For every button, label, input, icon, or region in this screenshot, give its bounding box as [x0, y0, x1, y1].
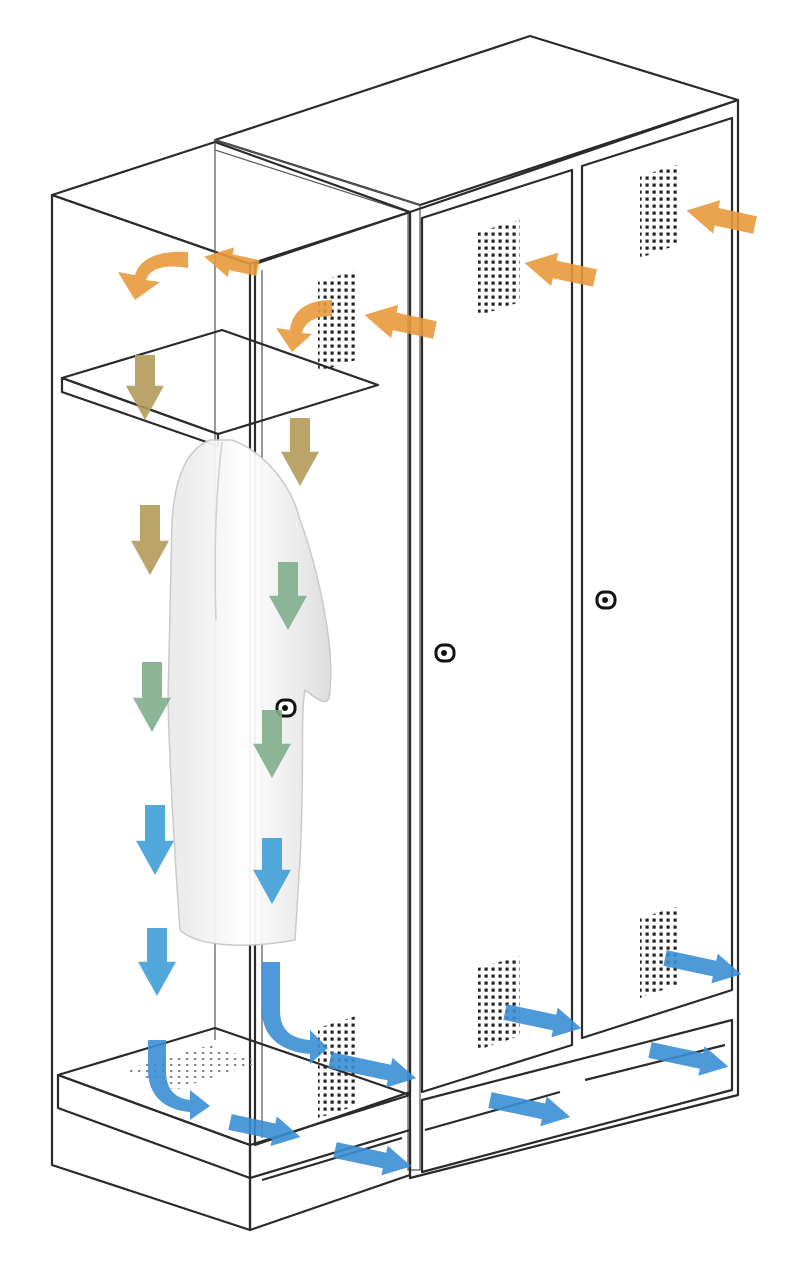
airflow-curve-arrow: [262, 962, 328, 1064]
closed-locker-unit: [213, 34, 740, 1180]
airflow-down-arrow: [269, 562, 307, 630]
door-right[interactable]: [580, 116, 734, 1040]
airflow-curve-arrow: [148, 1040, 210, 1120]
airflow-down-arrow: [133, 662, 171, 732]
airflow-down-arrow: [136, 805, 174, 875]
airflow-down-arrow: [131, 505, 169, 575]
airflow-exhaust-arrow: [648, 1042, 729, 1076]
unit-plinth: [420, 1018, 734, 1174]
door-left[interactable]: [420, 168, 574, 1094]
keyhole-lock-icon[interactable]: [434, 643, 456, 663]
lab-coat: [167, 439, 332, 946]
airflow-exhaust-arrow: [328, 1052, 417, 1088]
airflow-down-arrow: [253, 710, 291, 778]
unit-front-face: [408, 98, 740, 1180]
airflow-intake-arrow: [524, 252, 597, 287]
floor-perforation: [125, 1045, 260, 1090]
airflow-exhaust-arrow: [503, 1004, 582, 1038]
airflow-intake-arrow: [204, 247, 260, 278]
airflow-exhaust-arrow: [488, 1092, 571, 1127]
vent-clear-top: [318, 270, 356, 372]
airflow-down-arrow: [138, 928, 176, 996]
vent-right-top: [640, 164, 680, 258]
clear-plinth: [248, 1128, 412, 1232]
airflow-arrows: [118, 200, 757, 1176]
airflow-down-arrow: [281, 418, 319, 486]
airflow-exhaust-arrow: [663, 950, 742, 984]
airflow-down-arrow: [126, 355, 164, 420]
keyhole-lock-icon[interactable]: [275, 698, 297, 718]
airflow-down-arrow: [253, 838, 291, 904]
keyhole-lock-icon[interactable]: [595, 590, 617, 610]
airflow-intake-arrow: [364, 304, 437, 339]
airflow-curve-arrow: [118, 251, 188, 300]
airflow-intake-arrow: [686, 200, 757, 234]
airflow-exhaust-arrow: [228, 1114, 301, 1147]
vent-left-bottom: [478, 956, 520, 1050]
vent-right-bottom: [640, 906, 680, 998]
clear-top-face: [50, 140, 412, 266]
vent-left-top: [478, 220, 520, 316]
airflow-exhaust-arrow: [333, 1142, 412, 1176]
airflow-curve-arrow: [276, 300, 332, 352]
